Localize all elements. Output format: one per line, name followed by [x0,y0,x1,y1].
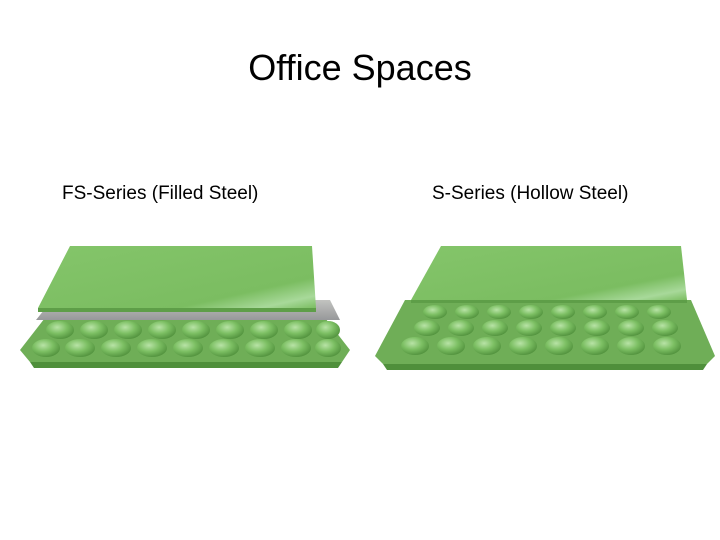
fs-series-panel-illustration [20,246,350,368]
fs-series-panel-image [12,238,352,378]
s-series-panel-image [375,238,715,378]
slide-title: Office Spaces [248,47,472,88]
s-series-caption: S-Series (Hollow Steel) [432,183,629,204]
s-series-panel-illustration [375,246,715,370]
fs-series-caption: FS-Series (Filled Steel) [62,183,259,204]
